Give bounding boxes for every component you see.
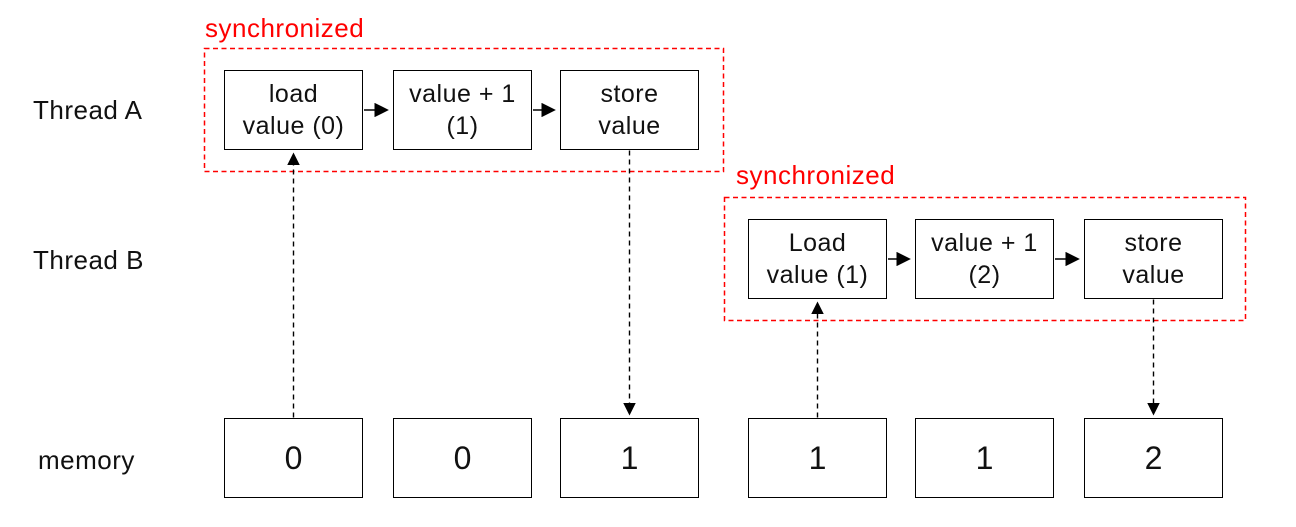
memory-cell-4: 1 xyxy=(748,418,887,498)
thread-b-increment-box: value + 1 (2) xyxy=(915,219,1054,299)
op-box-line: value xyxy=(1122,261,1185,289)
memory-cell-1: 0 xyxy=(224,418,363,498)
op-box-line: (2) xyxy=(968,261,1001,289)
op-box-line: value (1) xyxy=(766,261,869,289)
memory-cell-2: 0 xyxy=(393,418,532,498)
thread-b-load-box: Load value (1) xyxy=(748,219,887,299)
memory-cell-value: 2 xyxy=(1144,439,1163,476)
thread-b-store-box: store value xyxy=(1084,219,1223,299)
memory-cell-value: 0 xyxy=(284,439,303,476)
thread-a-label: Thread A xyxy=(33,95,143,125)
memory-cell-value: 1 xyxy=(620,439,639,476)
op-box-line: value (0) xyxy=(242,112,345,140)
op-box-line: (1) xyxy=(446,112,479,140)
op-box-line: value + 1 xyxy=(931,229,1038,257)
synchronized-label-thread-a: synchronized xyxy=(205,13,365,43)
op-box-line: load xyxy=(268,80,319,108)
memory-cell-3: 1 xyxy=(560,418,699,498)
op-box-line: store xyxy=(1124,229,1183,257)
memory-cell-6: 2 xyxy=(1084,418,1223,498)
memory-cell-value: 1 xyxy=(808,439,827,476)
thread-a-increment-box: value + 1 (1) xyxy=(393,70,532,150)
op-box-line: store xyxy=(600,80,659,108)
op-box-line: Load xyxy=(788,229,847,257)
op-box-line: value xyxy=(598,112,661,140)
memory-cell-value: 0 xyxy=(453,439,472,476)
synchronized-label-thread-b: synchronized xyxy=(736,160,896,190)
memory-cell-value: 1 xyxy=(975,439,994,476)
thread-a-store-box: store value xyxy=(560,70,699,150)
memory-label: memory xyxy=(38,445,135,475)
thread-a-load-box: load value (0) xyxy=(224,70,363,150)
thread-b-label: Thread B xyxy=(33,245,144,275)
memory-cell-5: 1 xyxy=(915,418,1054,498)
op-box-line: value + 1 xyxy=(409,80,516,108)
